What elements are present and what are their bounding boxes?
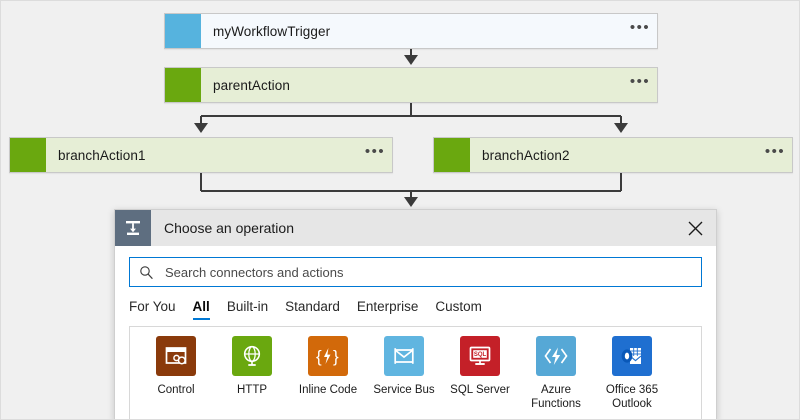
panel-header: Choose an operation	[115, 210, 716, 246]
search-box[interactable]	[129, 257, 702, 287]
panel-body: For You All Built-in Standard Enterprise…	[115, 246, 716, 419]
node-type-swatch	[165, 68, 201, 102]
connector-tile-label: Control	[157, 384, 195, 396]
connector-tile-service-bus[interactable]: Service Bus	[366, 336, 442, 411]
node-type-swatch	[434, 138, 470, 172]
choose-operation-panel: Choose an operation For You	[114, 209, 717, 419]
arrowhead-to-panel	[404, 197, 418, 207]
arrowhead-to-branch1	[194, 123, 208, 133]
tab-custom[interactable]: Custom	[435, 299, 482, 314]
svg-text:SQL: SQL	[474, 352, 487, 358]
panel-title: Choose an operation	[164, 220, 294, 236]
connector-tile-label: Service Bus	[373, 384, 435, 396]
connector-tile-label: Inline Code	[298, 384, 358, 396]
insert-node-icon	[115, 210, 151, 246]
workflow-node-branch-action-1[interactable]: branchAction1 •••	[9, 137, 393, 173]
service-bus-icon	[384, 336, 424, 376]
search-icon	[139, 265, 159, 280]
arrowhead-to-branch2	[614, 123, 628, 133]
node-label: parentAction	[213, 77, 290, 93]
svg-text:}: }	[333, 347, 339, 366]
control-icon	[156, 336, 196, 376]
connector-tile-http[interactable]: HTTP	[214, 336, 290, 411]
node-overflow-menu-icon[interactable]: •••	[629, 19, 651, 36]
node-overflow-menu-icon[interactable]: •••	[764, 143, 786, 160]
connector-tile-sql-server[interactable]: SQL SQL Server	[442, 336, 518, 411]
node-label: myWorkflowTrigger	[213, 23, 331, 39]
search-input[interactable]	[159, 264, 692, 280]
inline-code-icon: { }	[308, 336, 348, 376]
tab-standard[interactable]: Standard	[285, 299, 340, 314]
node-overflow-menu-icon[interactable]: •••	[629, 73, 651, 90]
arrowhead-to-parent	[404, 55, 418, 65]
workflow-node-trigger[interactable]: myWorkflowTrigger •••	[164, 13, 658, 49]
category-tabs: For You All Built-in Standard Enterprise…	[129, 296, 702, 320]
node-label: branchAction1	[58, 147, 146, 163]
node-overflow-menu-icon[interactable]: •••	[364, 143, 386, 160]
globe-icon	[232, 336, 272, 376]
workflow-node-parent-action[interactable]: parentAction •••	[164, 67, 658, 103]
connector-tiles: Control HTTP	[138, 336, 693, 411]
outlook-icon	[612, 336, 652, 376]
connector-tiles-frame: Control HTTP	[129, 326, 702, 419]
tab-built-in[interactable]: Built-in	[226, 299, 269, 314]
workflow-node-branch-action-2[interactable]: branchAction2 •••	[433, 137, 793, 173]
connector-tile-control[interactable]: Control	[138, 336, 214, 411]
node-type-swatch	[10, 138, 46, 172]
node-label: branchAction2	[482, 147, 570, 163]
azure-functions-icon	[536, 336, 576, 376]
close-icon[interactable]	[674, 210, 716, 246]
connector-tile-label: HTTP	[236, 384, 268, 396]
sql-server-icon: SQL	[460, 336, 500, 376]
tab-for-you[interactable]: For You	[129, 299, 176, 314]
tab-all[interactable]: All	[192, 299, 210, 320]
node-type-swatch	[165, 14, 201, 48]
connector-tile-label: SQL Server	[450, 384, 510, 396]
tab-enterprise[interactable]: Enterprise	[356, 299, 419, 314]
svg-text:{: {	[316, 347, 322, 366]
connector-tile-inline-code[interactable]: { } Inline Code	[290, 336, 366, 411]
